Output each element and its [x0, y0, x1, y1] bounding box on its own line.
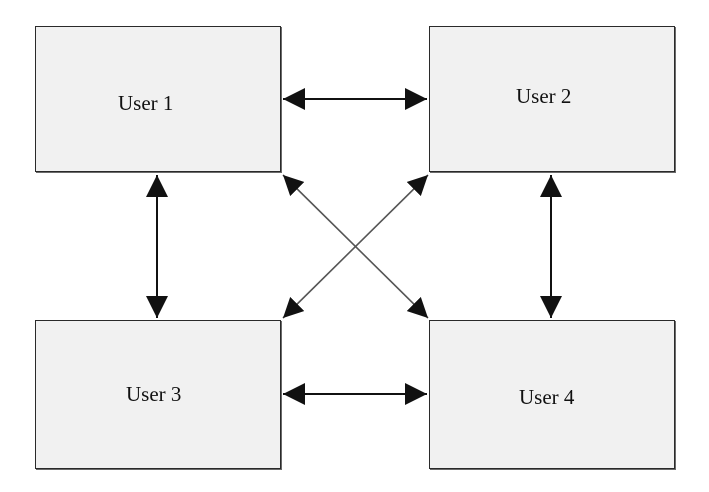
arrow-user2-user3	[282, 174, 429, 319]
user-4-box: User 4	[429, 320, 675, 469]
user-1-label: User 1	[118, 91, 174, 115]
user-1-box: User 1	[35, 26, 281, 172]
user-2-label: User 2	[516, 84, 572, 108]
user-2-box: User 2	[429, 26, 675, 172]
user-3-box: User 3	[35, 320, 281, 469]
user-3-label: User 3	[126, 382, 182, 406]
user-4-label: User 4	[519, 385, 575, 409]
